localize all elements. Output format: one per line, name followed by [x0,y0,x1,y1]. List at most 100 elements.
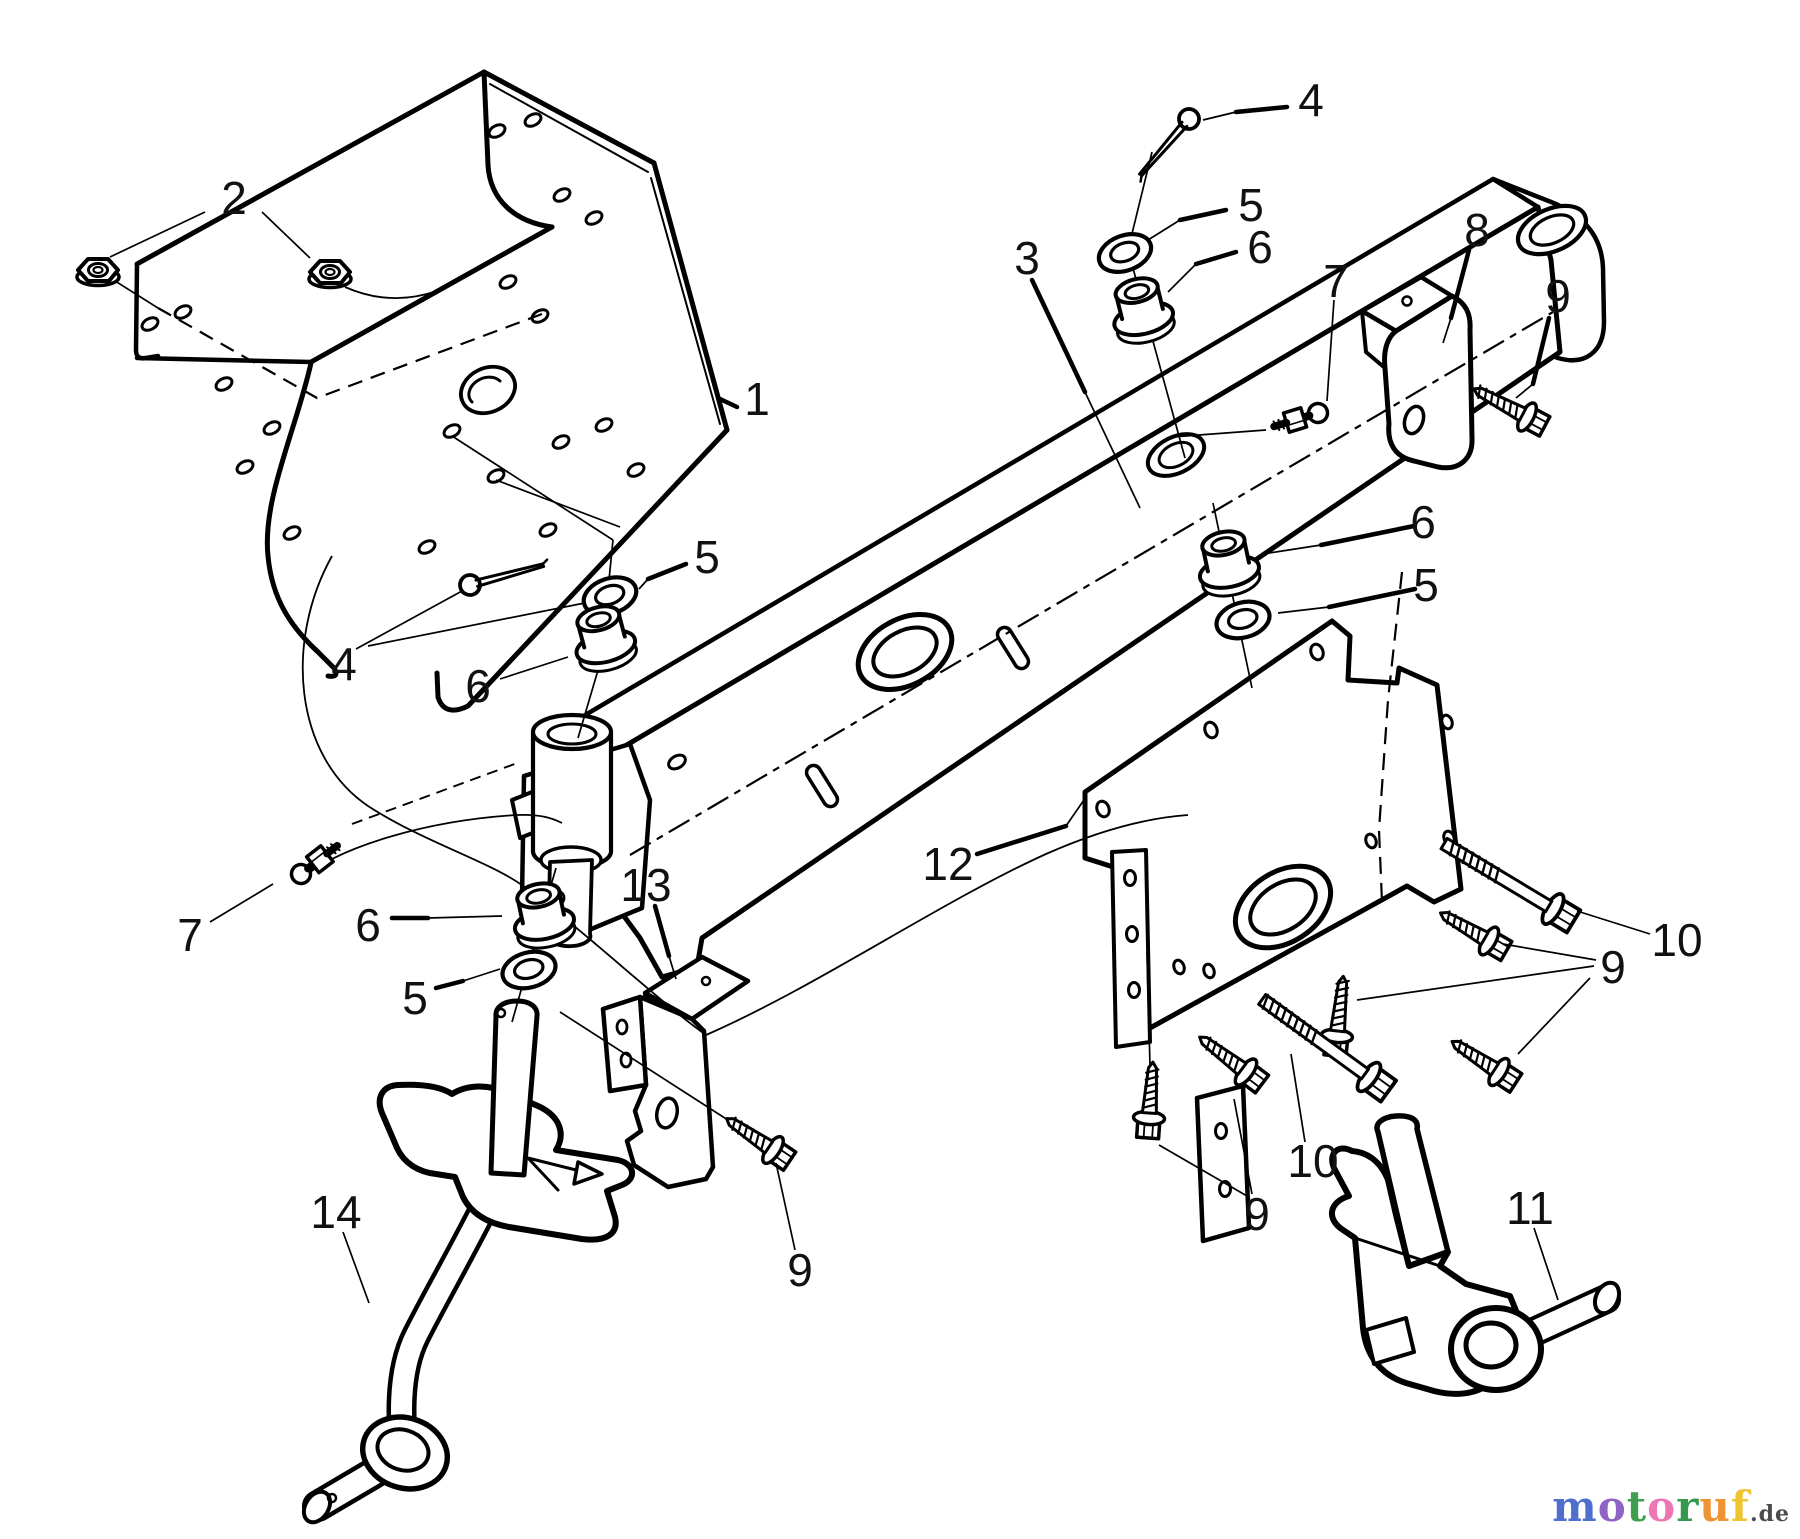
part-number-label: 7 [177,909,203,961]
plate-lower-strap [1194,1083,1252,1244]
part-number-label: 5 [1413,559,1439,611]
callout-12: 12 [922,796,1087,890]
beam-slot [995,625,1031,671]
callout-4: 4 [1202,74,1324,126]
reference-curves [299,286,1189,1036]
hex-screw [1439,910,1514,963]
part-number-label: 10 [1287,1135,1338,1187]
part-number-label: 3 [1014,232,1040,284]
callout-6: 6 [355,899,503,951]
watermark-letter: o [1597,1482,1627,1531]
callout-7: 7 [1323,255,1349,402]
cotter-pin [1138,107,1201,183]
part-13-flange [600,994,649,1094]
kingpin [488,998,540,1178]
watermark-suffix: .de [1749,1501,1790,1527]
part-number-label: 8 [1464,204,1490,256]
flanged-bushing [574,604,638,673]
callout-3: 3 [1014,232,1141,509]
axis-line [495,479,621,528]
axis-line [451,435,614,541]
part-number-label: 2 [221,172,247,224]
part-number-label: 6 [1247,221,1273,273]
part-number-label: 6 [355,899,381,951]
hex-bolt [1257,993,1398,1104]
part-number-label: 6 [465,660,491,712]
callout-5: 5 [638,531,720,590]
bracket-large-hole [459,364,517,416]
callout-5: 5 [1147,179,1264,241]
hex-screw [1450,1039,1524,1094]
axis-line [351,761,521,825]
callout-9: 9 [1515,270,1571,399]
part-number-label: 5 [1238,179,1264,231]
callout-9: 9 [1356,941,1626,1055]
watermark-letter: r [1676,1482,1700,1531]
part-number-label: 5 [694,531,720,583]
spindle-pin [1374,1113,1451,1269]
axis-line [559,1011,732,1123]
part-12-mounting-plate [1082,618,1464,1244]
callout-7: 7 [177,883,274,961]
callout-11: 11 [1506,1182,1559,1301]
callout-5: 5 [402,968,501,1024]
watermark-letter: t [1626,1482,1648,1531]
part-8-bracket [1359,274,1475,471]
flanged-bushing [1112,276,1176,345]
axis-line [1146,951,1151,1067]
callout-10: 10 [1576,910,1703,966]
callout-10: 10 [1287,1053,1339,1187]
watermark-letter: m [1552,1482,1598,1531]
part-13-bracket [600,954,751,1190]
callout-6: 6 [465,656,569,712]
callout-5: 5 [1277,559,1439,614]
part-number-label: 14 [310,1186,361,1238]
part-number-label: 7 [1323,255,1349,307]
part-number-label: 4 [1298,74,1324,126]
cotter-pin [458,558,549,597]
part-number-label: 1 [744,373,770,425]
grease-fitting [289,841,341,886]
flat-washer [500,949,558,991]
flanged-bushing [1197,529,1262,598]
callout-6: 6 [1167,221,1273,293]
hex-screw [1131,1060,1167,1141]
part-number-label: 4 [331,638,357,690]
part-number-label: 9 [787,1244,813,1296]
flange-nut [307,259,353,290]
axis-line [157,307,543,400]
part-number-label: 5 [402,972,428,1024]
flange-nut [75,257,121,288]
part-number-label: 9 [1600,941,1626,993]
part-number-label: 11 [1506,1182,1554,1234]
beam-slot [804,763,840,809]
bracket-8-hole [1402,404,1426,436]
hex-bolt [1439,836,1583,935]
part-number-label: 12 [922,838,973,890]
callout-9: 9 [1158,1098,1270,1240]
bracket-holes [140,112,646,555]
flanged-bushing [512,881,577,950]
part-number-label: 9 [1545,270,1571,322]
part-1-frame-bracket [133,69,730,713]
motoruf-watermark-logo: motoruf.de [1552,1482,1790,1531]
axis-line [1171,429,1267,438]
part-14-spindle-axle [301,998,635,1525]
axis-line [629,311,1554,856]
bracket-13-hole [654,1096,680,1130]
watermark-letter: o [1647,1482,1677,1531]
hex-screw [725,1116,798,1173]
part-number-label: 10 [1651,914,1702,966]
watermark-letter: u [1699,1482,1731,1531]
axis-line [1377,571,1404,903]
grease-fitting [1270,401,1330,434]
hex-screw [1198,1035,1271,1095]
axis-line [111,278,159,309]
callout-4: 4 [331,590,463,690]
callout-1: 1 [710,373,770,425]
callout-14: 14 [310,1186,370,1304]
callout-2: 2 [109,172,311,259]
callout-8: 8 [1442,204,1490,344]
